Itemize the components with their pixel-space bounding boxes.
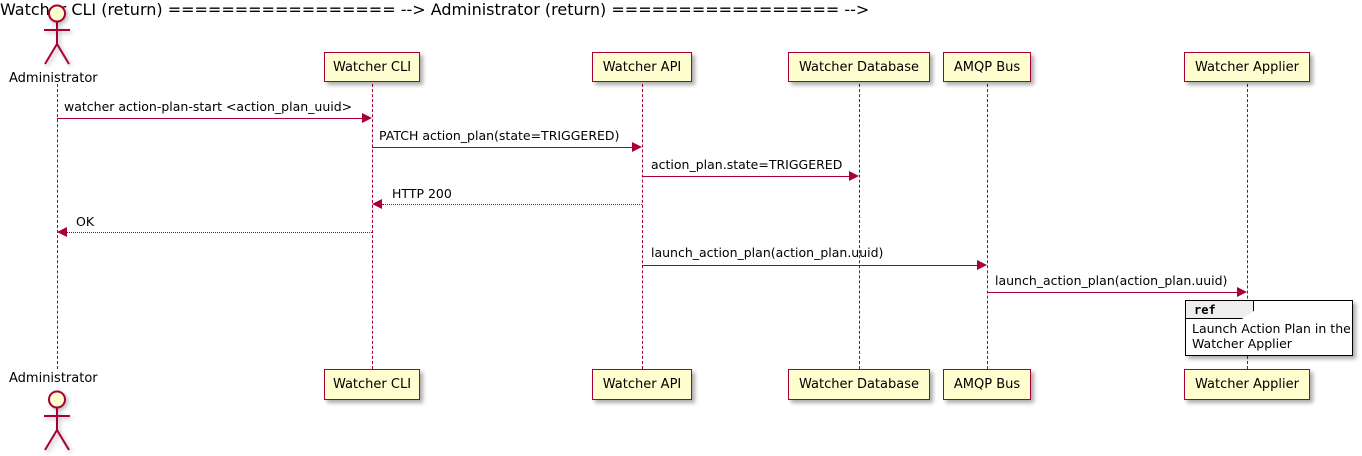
message-line-watcher-action-plan-start: [57, 118, 362, 119]
participant-box-watcher-cli-bottom[interactable]: Watcher CLI: [324, 369, 420, 400]
message-label-http-200: HTTP 200: [392, 186, 452, 201]
arrow-head-right-icon: [1237, 287, 1247, 297]
actor-stick-figure-icon: [44, 390, 70, 451]
participant-box-watcher-cli-top[interactable]: Watcher CLI: [324, 52, 420, 82]
actor-label-administrator-top: Administrator: [9, 71, 98, 86]
actor-stick-figure-icon: [44, 4, 70, 65]
participant-box-watcher-api-top[interactable]: Watcher API: [592, 52, 692, 82]
lifeline-watcher-database: [859, 84, 860, 369]
ref-fragment-tab-label: ref: [1194, 302, 1216, 317]
participant-box-amqp-bus-bottom[interactable]: AMQP Bus: [943, 369, 1031, 400]
participant-label-watcher-applier: Watcher Applier: [1195, 377, 1299, 392]
participant-label-watcher-cli: Watcher CLI: [332, 377, 412, 392]
participant-label-amqp-bus: AMQP Bus: [953, 59, 1021, 75]
message-label-action-plan-state-triggered: action_plan.state=TRIGGERED: [651, 157, 843, 172]
participant-box-watcher-applier-top[interactable]: Watcher Applier: [1184, 52, 1310, 82]
actor-label-administrator-bottom: Administrator: [9, 371, 98, 386]
ref-fragment-text: Launch Action Plan in the Watcher Applie…: [1192, 321, 1351, 351]
message-line-action-plan-state-triggered: [642, 176, 849, 177]
message-line-patch-action-plan: [372, 147, 632, 148]
participant-box-watcher-database-bottom[interactable]: Watcher Database: [788, 369, 930, 400]
arrow-head-right-icon: [632, 142, 642, 152]
lifeline-watcher-cli: [372, 84, 373, 369]
arrow-head-left-icon: [372, 199, 382, 209]
message-label-watcher-action-plan-start: watcher action-plan-start <action_plan_u…: [64, 99, 353, 114]
ref-fragment[interactable]: ref Launch Action Plan in the Watcher Ap…: [1185, 300, 1353, 356]
participant-label-watcher-database: Watcher Database: [799, 59, 919, 75]
participant-label-watcher-applier: Watcher Applier: [1195, 59, 1299, 75]
participant-label-amqp-bus: AMQP Bus: [953, 377, 1021, 392]
message-label-patch-action-plan: PATCH action_plan(state=TRIGGERED): [379, 128, 620, 143]
message-line-ok: [67, 232, 372, 233]
arrow-head-right-icon: [977, 260, 987, 270]
participant-box-watcher-database-top[interactable]: Watcher Database: [788, 52, 930, 82]
arrow-head-right-icon: [362, 113, 372, 123]
lifeline-watcher-api: [642, 84, 643, 369]
message-label-ok: OK: [76, 214, 95, 229]
arrow-head-left-icon: [57, 227, 67, 237]
participant-label-watcher-cli: Watcher CLI: [332, 59, 412, 75]
participant-box-watcher-api-bottom[interactable]: Watcher API: [592, 369, 692, 400]
participant-label-watcher-database: Watcher Database: [799, 377, 919, 392]
participant-box-amqp-bus-top[interactable]: AMQP Bus: [943, 52, 1031, 82]
message-line-launch-action-plan-api-to-bus: [642, 265, 977, 266]
ref-fragment-tab: ref: [1186, 301, 1254, 319]
participant-box-watcher-applier-bottom[interactable]: Watcher Applier: [1184, 369, 1310, 400]
lifeline-amqp-bus: [987, 84, 988, 369]
message-label-launch-action-plan-bus-to-applier: launch_action_plan(action_plan.uuid): [995, 273, 1228, 288]
participant-label-watcher-api: Watcher API: [602, 377, 682, 392]
lifeline-watcher-applier: [1247, 84, 1248, 369]
message-line-launch-action-plan-bus-to-applier: [987, 292, 1237, 293]
message-line-http-200: [382, 204, 642, 205]
arrow-head-right-icon: [849, 171, 859, 181]
participant-label-watcher-api: Watcher API: [602, 59, 682, 75]
message-label-launch-action-plan-api-to-bus: launch_action_plan(action_plan.uuid): [651, 245, 884, 260]
lifeline-administrator: [57, 84, 58, 369]
